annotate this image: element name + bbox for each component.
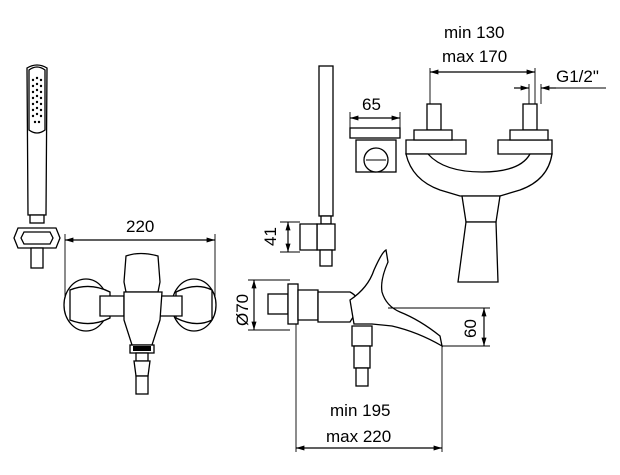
dimension-center-distance: min 130 max 170 bbox=[429, 23, 536, 104]
dim-center-distance-max: max 170 bbox=[442, 47, 507, 66]
dim-spout-drop: 60 bbox=[461, 319, 480, 338]
dim-rosette-diameter: Ø70 bbox=[233, 294, 252, 326]
dim-center-distance-min: min 130 bbox=[444, 23, 504, 42]
dim-bracket-width: 65 bbox=[362, 95, 381, 114]
dim-body-width: 220 bbox=[126, 217, 154, 236]
hand-shower-center bbox=[299, 65, 336, 267]
dimension-body-width: 220 bbox=[64, 217, 216, 296]
dim-thread: G1/2" bbox=[556, 67, 599, 86]
dim-bracket-height: 41 bbox=[261, 227, 280, 246]
dim-spout-reach-max: max 220 bbox=[326, 427, 391, 446]
dimension-spout-reach: min 195 max 220 bbox=[295, 324, 443, 452]
dimension-spout-drop: 60 bbox=[388, 307, 490, 347]
hand-shower-left bbox=[13, 64, 61, 269]
mixer-front-view bbox=[63, 252, 217, 395]
mixer-side-view bbox=[267, 249, 443, 387]
dimension-bracket-width: 65 bbox=[349, 95, 401, 128]
dim-spout-reach-min: min 195 bbox=[330, 401, 390, 420]
spray-nozzles-dots bbox=[31, 76, 43, 124]
wall-bracket-top-view bbox=[349, 127, 401, 173]
mixer-top-view bbox=[405, 103, 553, 283]
dimension-rosette-diameter: Ø70 bbox=[233, 279, 290, 331]
dimension-thread: G1/2" bbox=[514, 67, 606, 104]
dimension-bracket-height: 41 bbox=[261, 221, 300, 253]
